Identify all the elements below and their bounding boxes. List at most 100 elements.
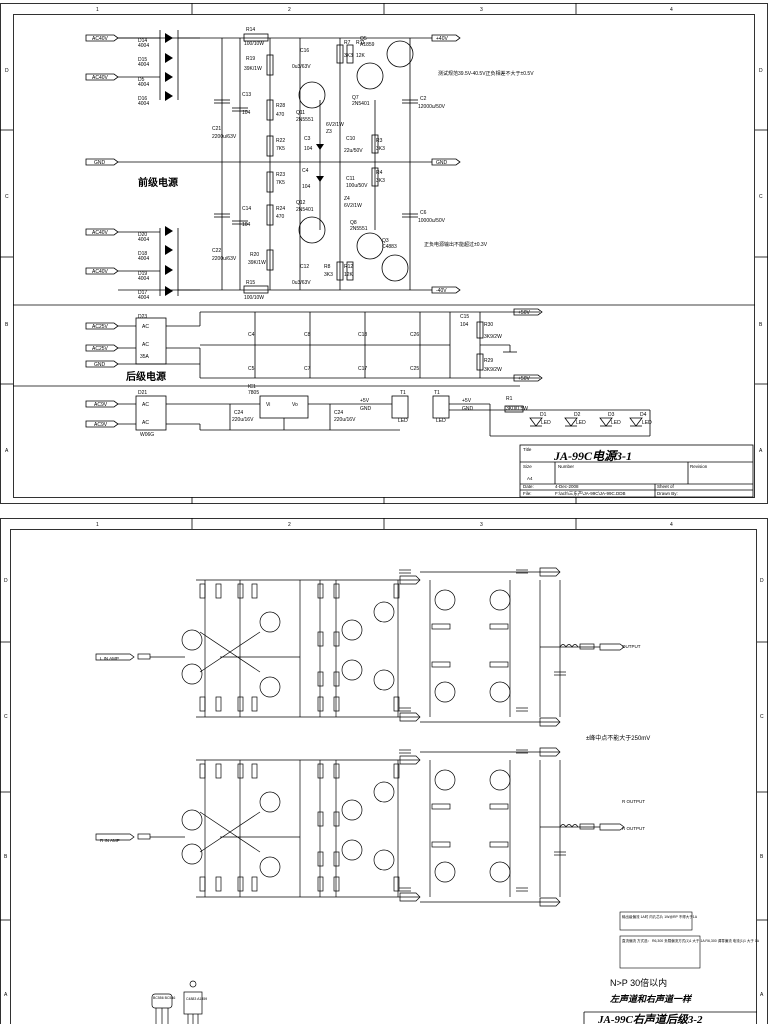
transistor-symbol bbox=[434, 861, 456, 883]
component-value: 6V2/1W bbox=[344, 203, 362, 209]
component-label: R8 bbox=[324, 264, 331, 270]
component-label: D16 bbox=[138, 96, 147, 102]
transistor-symbol bbox=[181, 629, 203, 651]
component-value: 12000u/50V bbox=[418, 104, 446, 110]
component-label: R20 bbox=[250, 252, 259, 258]
component-label: Q12 bbox=[296, 200, 306, 206]
component-value: 4004 bbox=[138, 101, 149, 107]
output-connector bbox=[599, 823, 625, 831]
component-label: Z4 bbox=[344, 196, 350, 202]
component-value: 35A bbox=[140, 354, 150, 360]
output-label: R OUTPUT bbox=[622, 826, 645, 831]
component-value: 3K9/2W bbox=[484, 334, 502, 340]
component-label: T1 bbox=[400, 390, 406, 396]
rail-connector bbox=[539, 897, 561, 907]
transistor-symbol bbox=[259, 611, 281, 633]
rail-label: -40V bbox=[436, 288, 447, 294]
component-value: LED bbox=[541, 420, 551, 426]
resistor-symbol bbox=[237, 583, 244, 599]
component-value: LED bbox=[576, 420, 586, 426]
component-label: Z3 bbox=[326, 129, 332, 135]
component-value: 6V2/1W bbox=[326, 122, 344, 128]
resistor-symbol bbox=[237, 696, 244, 712]
resistor-symbol bbox=[215, 583, 222, 599]
note-box bbox=[619, 935, 701, 969]
component-label: C11 bbox=[346, 176, 355, 182]
input-connector bbox=[95, 653, 135, 661]
grid-row-label: B bbox=[4, 854, 8, 860]
rail-connector bbox=[539, 567, 561, 577]
component-value: 4004 bbox=[138, 82, 149, 88]
component-label: D23 bbox=[138, 314, 147, 320]
grid-row-label: C bbox=[4, 714, 8, 720]
component-value: 104 bbox=[460, 322, 469, 328]
size-value: A4 bbox=[527, 476, 533, 481]
supply-label: GND bbox=[462, 406, 474, 412]
bridge-pin-label: AC bbox=[142, 402, 149, 408]
transistor-symbol bbox=[373, 849, 395, 871]
component-label: C6 bbox=[420, 210, 427, 216]
component-label: C8 bbox=[304, 332, 311, 338]
transistor-symbol bbox=[489, 769, 511, 791]
resistor-symbol bbox=[317, 876, 324, 892]
resistor-symbol bbox=[251, 876, 258, 892]
component-value: 7K5 bbox=[276, 146, 285, 152]
component-value: W06G bbox=[140, 432, 154, 438]
grid-row-label: D bbox=[759, 68, 763, 74]
ac-input-label: AC9V bbox=[94, 402, 108, 408]
revision-field-label: Revision bbox=[690, 464, 708, 469]
rail-connector bbox=[539, 747, 561, 757]
grid-col-label: 3 bbox=[480, 7, 483, 13]
post-amp-supply-heading: 后级电源 bbox=[126, 370, 166, 383]
grid-row-label: D bbox=[760, 578, 764, 584]
resistor-symbol bbox=[317, 671, 324, 687]
sheet2-inner-border bbox=[10, 529, 757, 1024]
grid-row-label: B bbox=[759, 322, 763, 328]
transistor-symbol bbox=[341, 659, 363, 681]
component-label: C4 bbox=[248, 332, 255, 338]
component-label: C25 bbox=[410, 366, 419, 372]
input-label: L IN AMP bbox=[100, 656, 119, 661]
component-label: C24 bbox=[334, 410, 343, 416]
gnd-label: GND bbox=[94, 160, 106, 166]
resistor-symbol bbox=[333, 696, 340, 712]
component-value: LED bbox=[642, 420, 652, 426]
transistor-symbol bbox=[489, 861, 511, 883]
transistor-symbol bbox=[259, 791, 281, 813]
transistor-symbol bbox=[259, 856, 281, 878]
component-label: D20 bbox=[138, 232, 147, 238]
component-label: T1 bbox=[434, 390, 440, 396]
component-value: 4004 bbox=[138, 62, 149, 68]
component-label: C4 bbox=[302, 168, 309, 174]
component-value: 7805 bbox=[248, 390, 259, 396]
resistor-symbol bbox=[199, 763, 206, 779]
ic-pin-label: Vo bbox=[292, 402, 298, 408]
resistor-symbol bbox=[317, 631, 324, 647]
component-value: 4004 bbox=[138, 295, 149, 301]
component-label: C17 bbox=[358, 366, 367, 372]
power-supply-drawing: 1 2 3 4 D C B A D C B A AC40V AC40V GND … bbox=[0, 3, 768, 504]
component-label: R23 bbox=[276, 172, 285, 178]
transistor-symbol bbox=[181, 809, 203, 831]
component-label: R3 bbox=[376, 138, 383, 144]
supply-label: GND bbox=[360, 406, 372, 412]
grid-row-label: C bbox=[759, 194, 763, 200]
rail-label: +50V bbox=[518, 376, 530, 382]
grid-row-label: C bbox=[5, 194, 9, 200]
bridge-pin-label: AC bbox=[142, 324, 149, 330]
resistor-symbol bbox=[199, 583, 206, 599]
component-label: Q8 bbox=[350, 220, 357, 226]
note-box bbox=[619, 911, 693, 931]
transistor-symbol bbox=[434, 589, 456, 611]
resistor-symbol bbox=[333, 583, 340, 599]
resistor-symbol bbox=[333, 763, 340, 779]
rail-label: +50V bbox=[518, 310, 530, 316]
component-value: 4004 bbox=[138, 276, 149, 282]
grid-row-label: C bbox=[760, 714, 764, 720]
grid-row-label: B bbox=[760, 854, 764, 860]
component-value: 3K3 bbox=[376, 178, 385, 184]
input-connector bbox=[95, 833, 135, 841]
transistor-symbol bbox=[434, 769, 456, 791]
file-value: F:\ach\三东产\JA-99C\JA-99C.DDB bbox=[555, 490, 626, 497]
resistor-symbol bbox=[317, 811, 324, 827]
